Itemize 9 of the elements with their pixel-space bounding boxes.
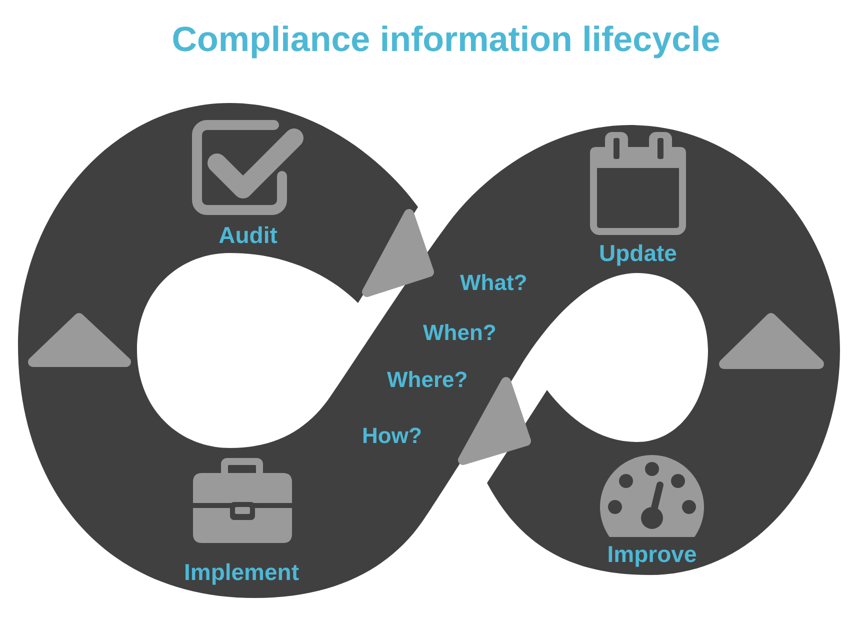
question-label: How?	[362, 425, 422, 447]
title: Compliance information lifecycle	[172, 22, 720, 57]
question-label: What?	[460, 272, 528, 294]
stage-label: Audit	[218, 224, 278, 247]
stage-label: Update	[599, 242, 677, 265]
stage-label: Improve	[607, 543, 697, 566]
question-label: When?	[423, 322, 496, 344]
stage-label: Implement	[184, 561, 300, 584]
question-label: Where?	[387, 369, 468, 391]
